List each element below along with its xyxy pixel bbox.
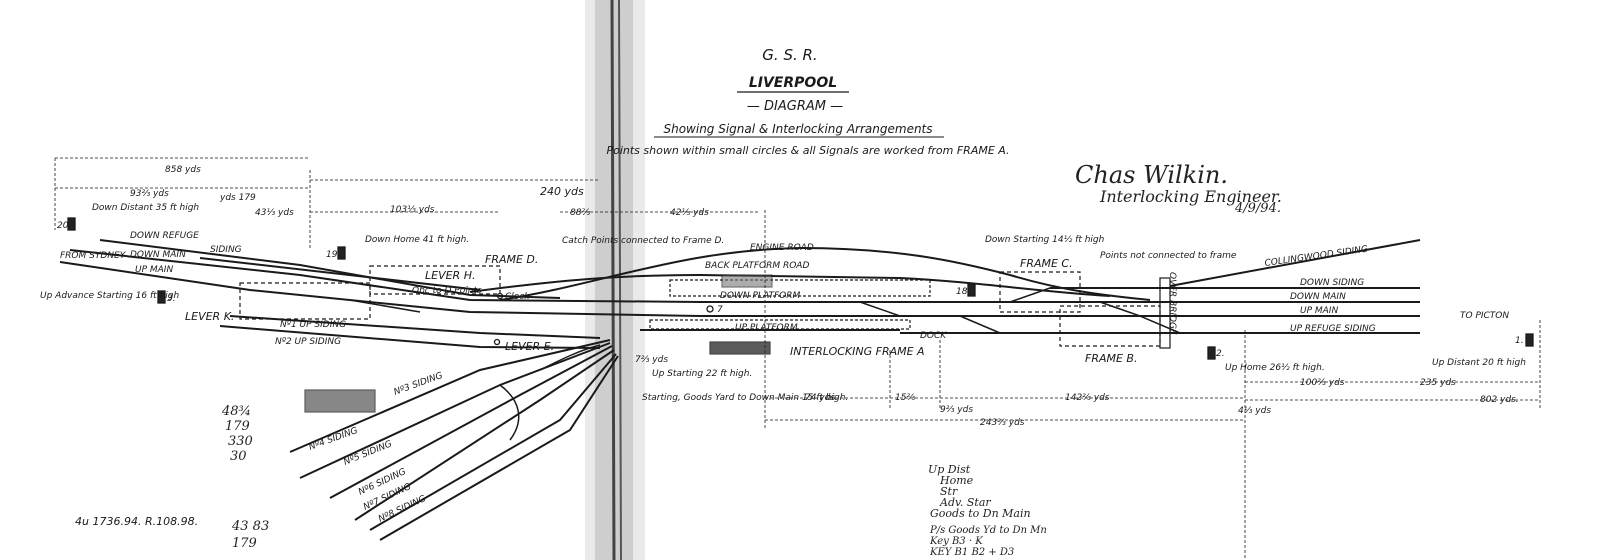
dim-15: 15⅔ xyxy=(895,393,915,403)
frame-c: FRAME C. xyxy=(1020,257,1073,270)
note-up-starting: Up Starting 22 ft high. xyxy=(652,369,752,379)
label-engine-road: ENGINE ROAD xyxy=(750,243,814,253)
dimension-lines xyxy=(54,157,1541,560)
hand-note-3: Adv. Star xyxy=(939,496,991,509)
dim-4: 4⅓ yds xyxy=(1238,406,1271,416)
signal-18: 18. xyxy=(956,287,970,297)
label-no4-siding: Nº4 SIDING xyxy=(308,426,360,453)
frame-b: FRAME B. xyxy=(1085,352,1137,365)
dim-74: 74 yds xyxy=(805,393,835,403)
frame-a: INTERLOCKING FRAME A xyxy=(790,345,925,358)
signal-3: 3. xyxy=(167,294,176,304)
note-catch-points: Catch Points connected to Frame D. xyxy=(562,236,724,246)
label-up-platform: UP PLATFORM xyxy=(735,323,798,333)
direction-from: FROM SYDNEY xyxy=(60,251,127,261)
title-subtitle: Showing Signal & Interlocking Arrangemen… xyxy=(663,122,932,136)
note-down-home: Down Home 41 ft high. xyxy=(365,235,469,245)
label-down-main-left: DOWN MAIN xyxy=(130,250,186,260)
hand-note-0: Up Dist xyxy=(928,463,971,476)
dim-7: 7⅔ yds xyxy=(635,355,668,365)
label-down-siding: DOWN SIDING xyxy=(1300,278,1364,288)
label-down-refuge: DOWN REFUGE xyxy=(130,231,199,241)
label-no2-up-siding: Nº2 UP SIDING xyxy=(275,337,341,347)
signal-1: 1. xyxy=(1515,336,1524,346)
label-up-main-right: UP MAIN xyxy=(1300,306,1338,316)
note-points-not-connected: Points not connected to frame xyxy=(1100,251,1237,261)
signature-role: Interlocking Engineer. xyxy=(1099,187,1282,206)
title-diagram: — DIAGRAM — xyxy=(747,99,843,114)
dim-88: 88⅔ xyxy=(570,208,590,218)
note-down-starting: Down Starting 14½ ft high xyxy=(985,235,1105,245)
hand-left-0: 48¾ xyxy=(221,404,251,419)
title-station: LIVERPOOL xyxy=(749,75,837,91)
title-note: Points shown within small circles & all … xyxy=(606,144,1009,157)
dim-802: 802 yds. xyxy=(1480,395,1519,405)
hand-left-3: 30 xyxy=(230,449,247,464)
hand-note-7: KEY B1 B2 + D3 xyxy=(929,547,1014,558)
label-over-bridge: OVER BRIDGE xyxy=(1167,272,1177,335)
hand-note-6: Key B3 · K xyxy=(929,536,983,547)
note-goods-yard: Starting, Goods Yard to Down Main 15 ft … xyxy=(642,393,848,403)
label-up-refuge-siding: UP REFUGE SIDING xyxy=(1290,324,1376,334)
dim-179: yds 179 xyxy=(219,193,256,203)
hand-left-1: 179 xyxy=(225,419,250,434)
hand-bottom-0: 43 83 xyxy=(231,519,269,534)
dim-100: 100⅔ yds xyxy=(1300,378,1345,388)
dim-9: 9⅔ yds xyxy=(940,405,973,415)
hand-note-4: Goods to Dn Main xyxy=(930,507,1031,520)
dim-858: 858 yds xyxy=(165,165,201,175)
dim-93: 93⅔ yds xyxy=(130,189,169,199)
label-down-main-right: DOWN MAIN xyxy=(1290,292,1346,302)
dim-103: 103⅓ yds xyxy=(390,205,435,215)
dim-240: 240 yds xyxy=(540,185,584,198)
main-tracks xyxy=(59,239,1421,349)
hand-bottom-1: 179 xyxy=(232,536,257,551)
signal-19: 19 xyxy=(326,250,338,260)
signal-7: 7 xyxy=(717,305,723,315)
frame-d: FRAME D. xyxy=(485,253,538,266)
hand-note-2: Str xyxy=(940,485,958,498)
lever-k: LEVER K. xyxy=(185,310,234,323)
label-collingwood-siding: COLLINGWOOD SIDING xyxy=(1264,245,1369,269)
note-down-distant: Down Distant 35 ft high xyxy=(92,203,199,213)
hand-left-2: 330 xyxy=(228,434,253,449)
label-no3-siding: Nº3 SIDING xyxy=(393,371,445,398)
label-dock: DOCK xyxy=(920,331,947,341)
dim-142: 142⅔ yds xyxy=(1065,393,1110,403)
signal-20: 20. xyxy=(57,221,71,231)
note-up-advance: Up Advance Starting 16 ft high xyxy=(40,291,179,301)
reference-number: 4u 1736.94. R.108.98. xyxy=(75,515,198,528)
note-up-home: Up Home 26½ ft high. xyxy=(1225,363,1325,373)
signature-date: 4/9/94. xyxy=(1234,201,1281,216)
label-up-main-left: UP MAIN xyxy=(135,265,173,275)
lever-h: LEVER H. xyxy=(425,269,475,282)
hand-note-1: Home xyxy=(939,474,974,487)
signature-name: Chas Wilkin. xyxy=(1075,161,1228,189)
lever-e: LEVER E. xyxy=(505,340,554,353)
label-back-platform-road: BACK PLATFORM ROAD xyxy=(705,261,809,271)
note-obc: Obc to D Points xyxy=(412,286,482,296)
direction-to: TO PICTON xyxy=(1460,311,1509,321)
note-clock: Clock xyxy=(505,292,530,302)
label-siding-left: SIDING xyxy=(210,245,242,255)
label-down-platform: DOWN PLATFORM xyxy=(720,291,800,301)
note-up-distant: Up Distant 20 ft high xyxy=(1432,358,1526,368)
goods-yard-sidings xyxy=(289,339,619,541)
dim-42: 42⅓ yds xyxy=(670,208,709,218)
label-no5-siding: Nº5 SIDING xyxy=(342,439,393,467)
platforms xyxy=(239,265,1171,413)
paper-seam xyxy=(585,0,645,560)
label-no1-up-siding: Nº1 UP SIDING xyxy=(280,320,346,330)
title-company: G. S. R. xyxy=(762,46,817,64)
dim-43: 43⅓ yds xyxy=(255,208,294,218)
signal-posts xyxy=(67,217,1534,360)
dim-235: 235 yds xyxy=(1420,378,1456,388)
hand-note-5: P/s Goods Yd to Dn Mn xyxy=(929,525,1047,536)
signal-2: 2. xyxy=(1216,349,1225,359)
dim-243: 243⅔ yds xyxy=(980,418,1025,428)
